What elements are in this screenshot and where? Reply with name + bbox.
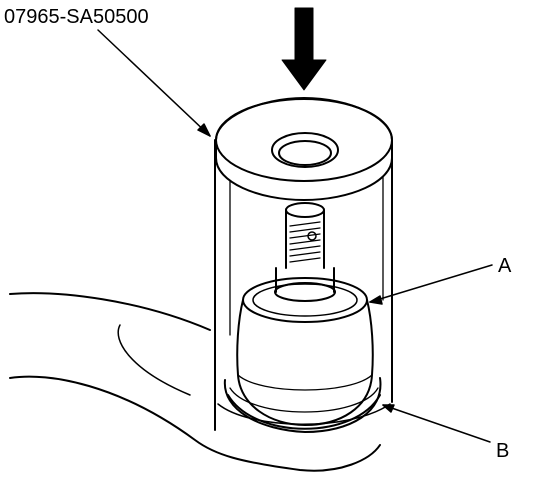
leader-lines	[97, 29, 493, 443]
press-direction-arrow-icon	[281, 7, 327, 91]
ball-joint-stud	[274, 202, 336, 302]
callout-a-leader-line	[369, 264, 493, 303]
callout-b-leader-line	[382, 404, 491, 443]
press-tool-cap	[215, 97, 393, 201]
callout-a-label: A	[498, 255, 512, 277]
tool-leader-line	[97, 29, 211, 137]
steering-knuckle-arm	[9, 292, 381, 472]
ball-joint-housing	[236, 277, 374, 426]
callout-b-label: B	[496, 440, 510, 462]
tool-number-label: 07965-SA50500	[4, 6, 149, 28]
snap-ring	[223, 377, 382, 433]
